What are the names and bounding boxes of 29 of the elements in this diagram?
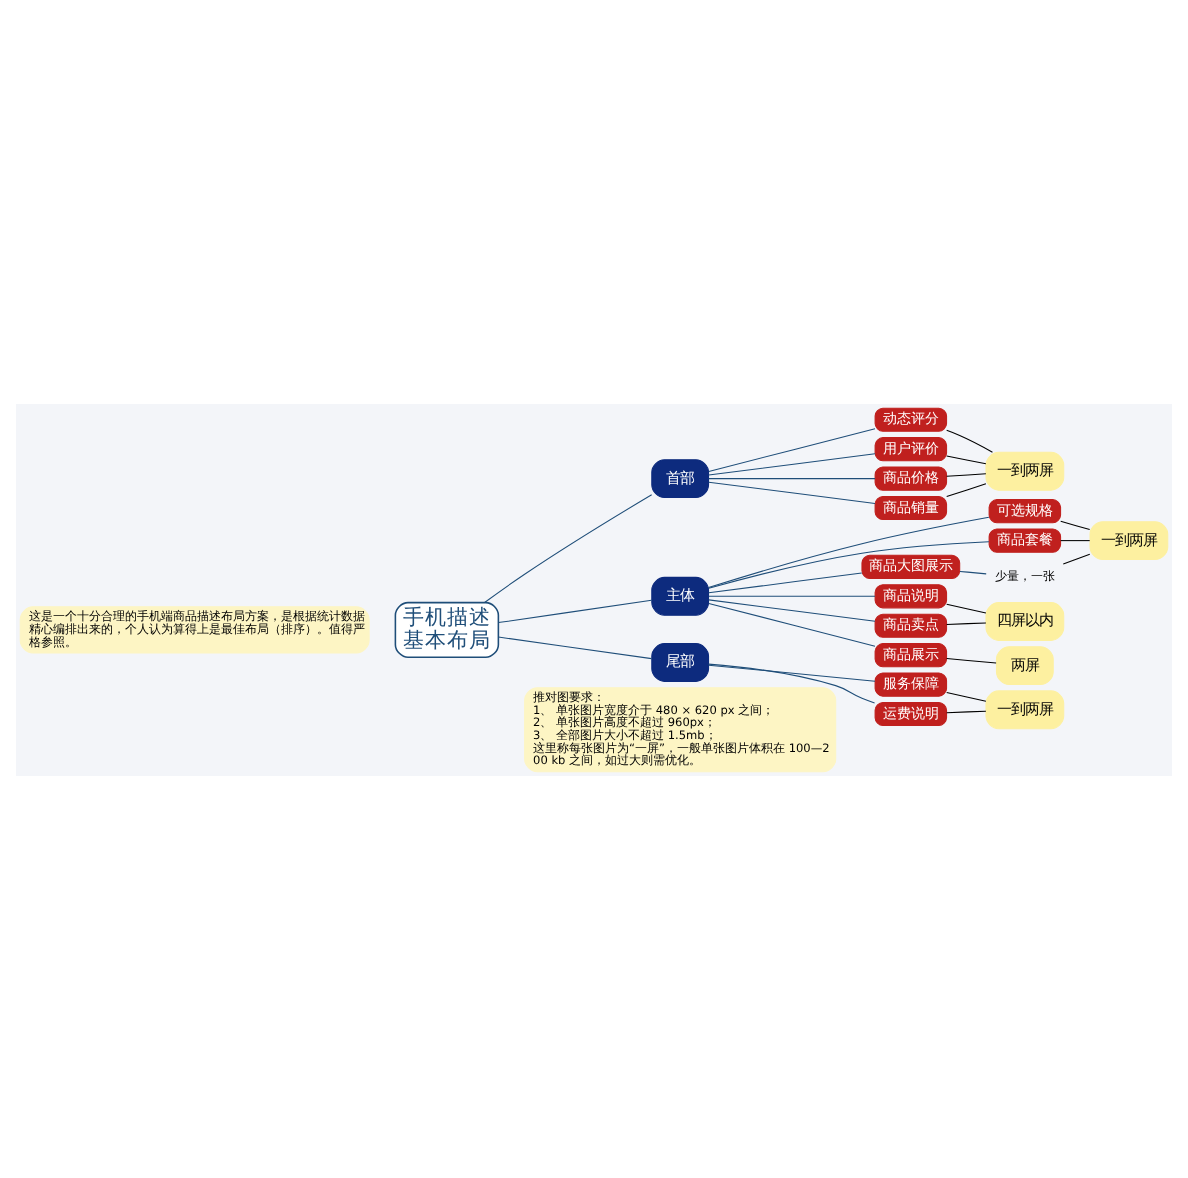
- connector: [708, 571, 863, 593]
- connector: [959, 569, 987, 574]
- connector: [708, 598, 876, 621]
- connector: [946, 690, 987, 701]
- connector: [708, 477, 876, 479]
- connector: [946, 602, 987, 613]
- connector: [946, 428, 993, 452]
- connector: [484, 493, 653, 602]
- connector: [946, 656, 997, 663]
- connector: [946, 621, 987, 624]
- connector: [708, 480, 876, 504]
- connector: [708, 452, 876, 475]
- connector: [708, 594, 876, 596]
- connector: [946, 482, 987, 497]
- connector: [946, 454, 987, 464]
- connector: [1060, 539, 1091, 541]
- connector: [497, 598, 653, 623]
- connector: [946, 472, 987, 476]
- connector: [708, 663, 876, 681]
- connector: [946, 709, 987, 713]
- connector: [708, 662, 876, 703]
- connector: [497, 635, 653, 659]
- connector: [1062, 552, 1091, 564]
- connector: [708, 515, 990, 588]
- connector: [708, 427, 876, 472]
- node-box: 手机描述基本布局: [394, 600, 500, 658]
- connector: [1060, 519, 1091, 530]
- connector: [708, 540, 990, 588]
- connector: [708, 601, 876, 646]
